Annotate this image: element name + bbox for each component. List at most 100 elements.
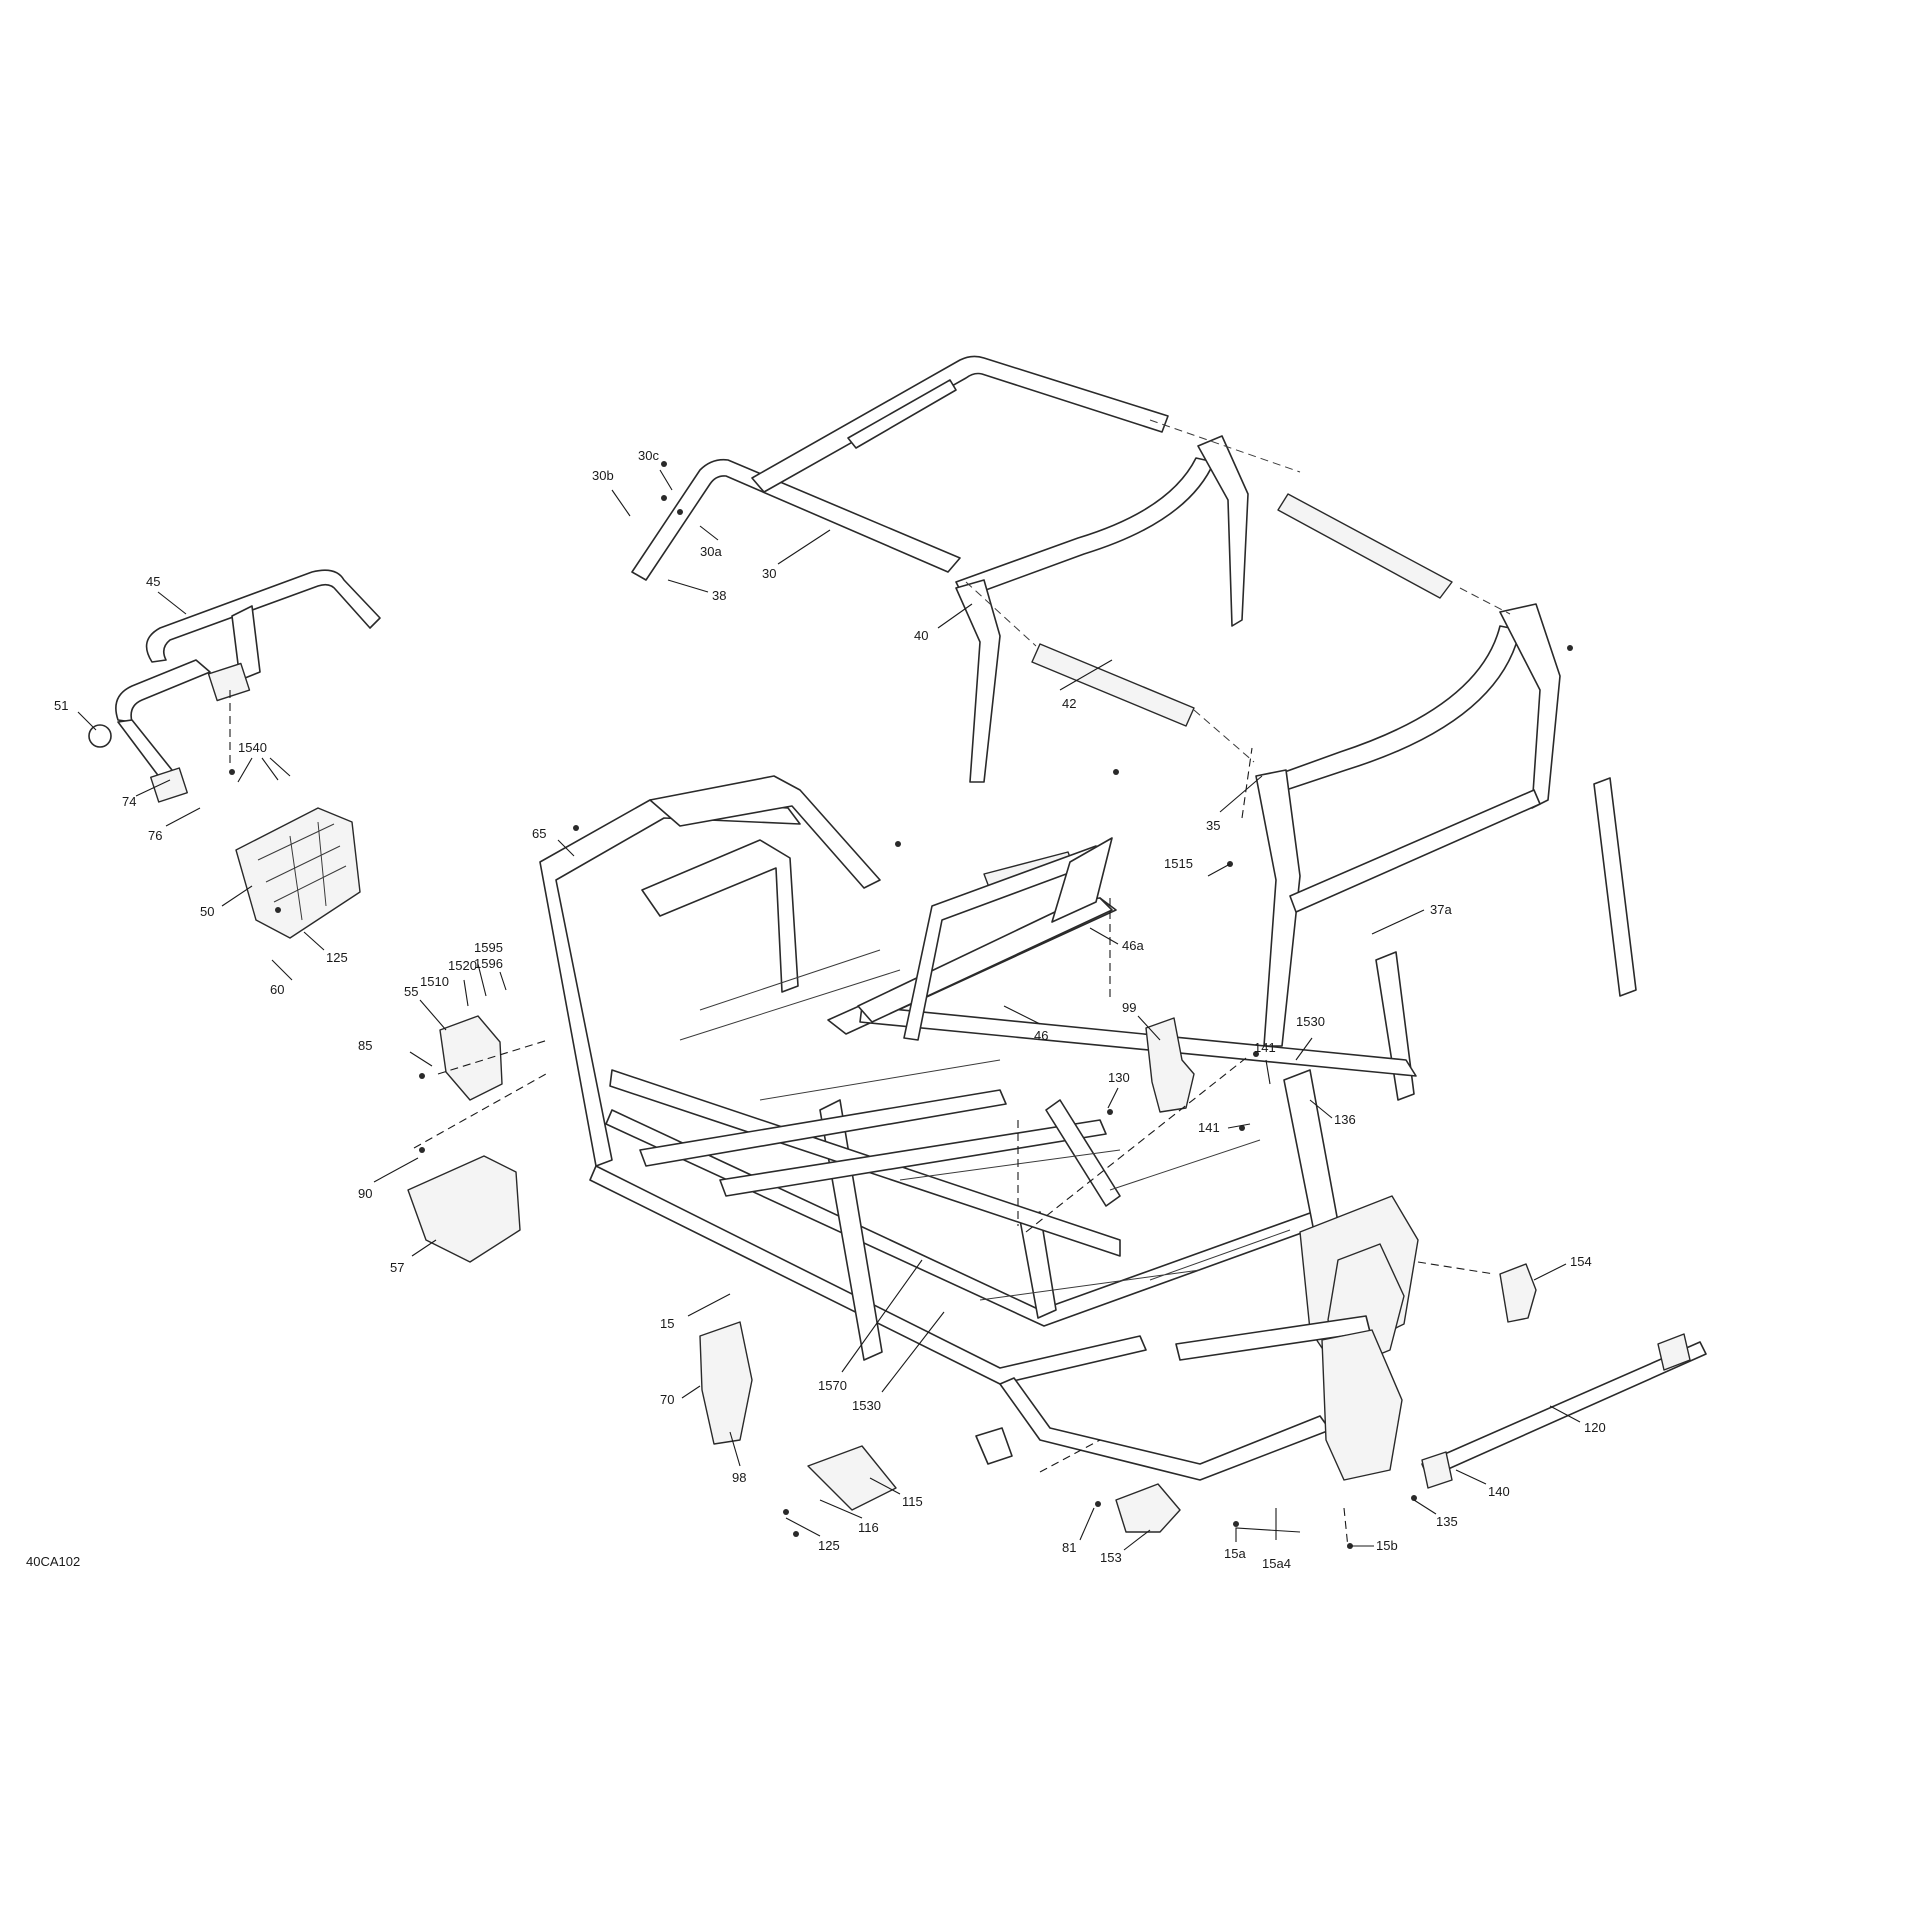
fastener: [661, 495, 667, 501]
callout-38: 38: [712, 588, 726, 603]
front-bumper-lower-bar: [115, 659, 211, 723]
fastener: [677, 509, 683, 515]
leader-130: [1107, 1087, 1119, 1109]
frame-front-upper-box: [649, 775, 881, 889]
leader-1510: [463, 979, 469, 1007]
cage-center-pillar: [1197, 435, 1249, 627]
callout-15a4: 15a4: [1262, 1556, 1291, 1571]
callout-46: 46: [1034, 1028, 1048, 1043]
callout-labels: 30c 30b 30a 30 38 40 42 35 37a 1515 45 5…: [54, 448, 1606, 1571]
leader-99: [1137, 1015, 1161, 1041]
leader-35: [1219, 775, 1263, 813]
cage-front-pillar-40: [955, 579, 1001, 783]
frame-bottom-left-rail: [589, 1165, 1147, 1385]
leader-141b: [1227, 1123, 1251, 1129]
callout-125a: 125: [326, 950, 348, 965]
callout-125b: 125: [818, 1538, 840, 1553]
stabilizer-bracket-140: [1421, 1451, 1453, 1489]
leader-37a: [1371, 909, 1425, 935]
guide-line-5: [1039, 1439, 1101, 1473]
leader-1540: [237, 757, 291, 783]
fastener: [661, 461, 667, 467]
leader-1520: [477, 963, 487, 997]
leader-30: [777, 529, 831, 565]
callout-141b: 141: [1198, 1120, 1220, 1135]
callout-1515: 1515: [1164, 856, 1193, 871]
leader-141a: [1265, 1059, 1271, 1085]
assembly-guide-lines: [229, 690, 1495, 1549]
leader-140: [1455, 1469, 1487, 1485]
callout-1540: 1540: [238, 740, 267, 755]
left-side-mounts: [407, 1015, 1181, 1533]
frame-upper-main-rail: [859, 1005, 1417, 1077]
callout-98: 98: [732, 1470, 746, 1485]
leader-57: [411, 1239, 437, 1257]
front-bumper-bar: [145, 569, 381, 663]
bracket-46-diag: [1051, 837, 1113, 923]
diagram-id-block: 40CA102: [26, 1554, 80, 1569]
leader-153: [1123, 1529, 1151, 1551]
frame-cab-brace: [857, 897, 1113, 1023]
leader-1515: [1207, 863, 1231, 877]
fastener: [1253, 1051, 1259, 1057]
callout-30: 30: [762, 566, 776, 581]
callout-65: 65: [532, 826, 546, 841]
leader-125a: [303, 931, 325, 951]
fastener: [1107, 1109, 1113, 1115]
callout-15b: 15b: [1376, 1538, 1398, 1553]
mount-57: [407, 1155, 521, 1263]
callout-50: 50: [200, 904, 214, 919]
leader-42: [1059, 659, 1113, 691]
callout-42: 42: [1062, 696, 1076, 711]
cage-rear-right-brace: [1593, 777, 1637, 997]
fastener: [275, 907, 281, 913]
guide-line-4: [1417, 1261, 1495, 1275]
fastener: [573, 825, 579, 831]
cage-rear-crossbar-42: [1031, 643, 1195, 727]
leader-136: [1309, 1099, 1333, 1119]
callout-74: 74: [122, 794, 136, 809]
callout-1530b: 1530: [852, 1398, 881, 1413]
callout-136: 136: [1334, 1112, 1356, 1127]
callout-35: 35: [1206, 818, 1220, 833]
leader-98: [729, 1431, 741, 1467]
callout-116: 116: [858, 1520, 879, 1535]
mount-153: [1115, 1483, 1181, 1533]
callout-90: 90: [358, 1186, 372, 1201]
callout-57: 57: [390, 1260, 404, 1275]
cage-rear-upper-rail: [1289, 789, 1541, 913]
leader-154: [1533, 1263, 1567, 1281]
callout-15: 15: [660, 1316, 674, 1331]
fastener: [895, 841, 901, 847]
fastener: [793, 1531, 799, 1537]
mount-154: [1499, 1263, 1537, 1323]
bracket-50-detail: [257, 821, 347, 921]
fastener: [419, 1147, 425, 1153]
right-side-mounts: [903, 837, 1537, 1323]
guide-line-10: [1241, 747, 1253, 819]
mount-55: [439, 1015, 503, 1101]
callout-1510: 1510: [420, 974, 449, 989]
front-bumper-lower-plate: [150, 767, 188, 803]
callout-115: 115: [902, 1494, 923, 1509]
fastener: [1113, 769, 1119, 775]
leader-1595: [499, 971, 507, 991]
leader-125b: [785, 1517, 821, 1537]
callout-99: 99: [1122, 1000, 1136, 1015]
frame-cross-3: [719, 1119, 1107, 1197]
callout-45: 45: [146, 574, 160, 589]
callout-51: 51: [54, 698, 68, 713]
mount-98: [699, 1321, 753, 1445]
frame-diagonal-brace: [1045, 1099, 1121, 1207]
fastener: [1567, 645, 1573, 651]
leader-15a: [1235, 1527, 1301, 1542]
callout-30b: 30b: [592, 468, 614, 483]
cage-middle-hoop: [955, 457, 1215, 599]
leader-90: [373, 1157, 419, 1183]
front-bumper-assembly: [88, 569, 381, 803]
fastener: [1411, 1495, 1417, 1501]
frame-b-post: [819, 1099, 883, 1361]
callout-81: 81: [1062, 1540, 1076, 1555]
leader-51: [77, 711, 97, 731]
fastener: [1233, 1521, 1239, 1527]
